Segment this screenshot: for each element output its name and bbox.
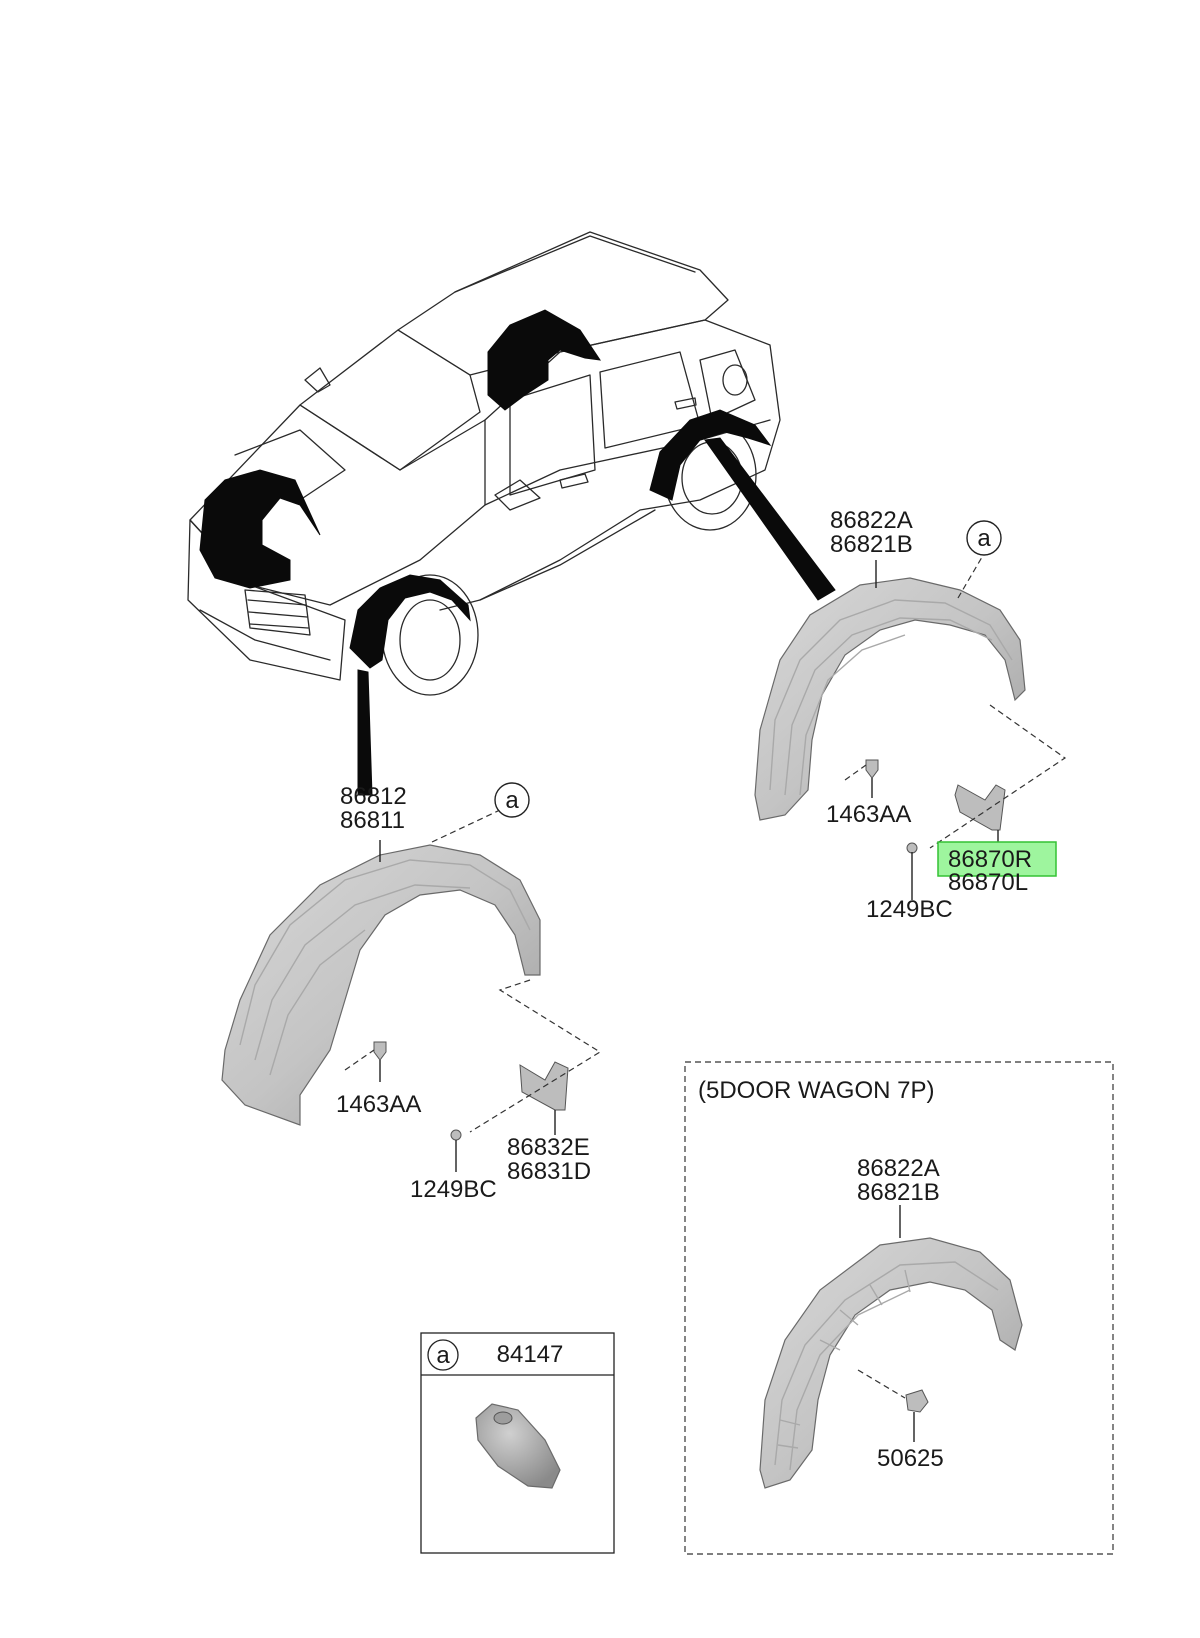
variant-wheel-guard	[759, 1237, 1023, 1489]
variant-callout-86821b: 86821B	[857, 1179, 940, 1206]
front-wheel-guard	[221, 844, 541, 1126]
callout-1249bc-front: 1249BC	[410, 1176, 497, 1203]
inset-ref-letter: a	[436, 1342, 450, 1369]
front-bolt-icon	[373, 1041, 387, 1061]
inset-ref-circle	[427, 1339, 459, 1371]
variant-callout-86822a: 86822A	[857, 1155, 940, 1182]
callout-86811: 86811	[340, 807, 405, 834]
vehicle-illustration	[187, 231, 836, 796]
variant-clip-icon	[905, 1389, 929, 1413]
clip-disk-icon	[475, 1403, 561, 1489]
ref-circle-rear	[966, 520, 1002, 556]
rear-wheel-guard	[754, 577, 1026, 821]
callout-86821b-rear: 86821B	[830, 531, 913, 558]
ref-letter-front: a	[505, 787, 519, 814]
rear-screw-icon	[906, 842, 918, 854]
callout-86870r[interactable]: 86870R	[948, 846, 1032, 873]
ref-letter-rear: a	[977, 525, 991, 552]
variant-callout-50625: 50625	[877, 1445, 944, 1472]
callout-86831d: 86831D	[507, 1158, 591, 1185]
callout-86870l: 86870L	[948, 869, 1028, 896]
inset-box-84147: a 84147	[420, 1332, 615, 1554]
variant-box-5door-wagon: (5DOOR WAGON 7P) 86822A 86821B 50625	[684, 1061, 1114, 1555]
callout-86832e: 86832E	[507, 1134, 590, 1161]
rear-bolt-icon	[865, 759, 879, 779]
front-wheel-guard-assembly	[221, 844, 569, 1141]
highlight-86870r	[937, 841, 1057, 877]
rear-mudflap	[954, 784, 1006, 831]
inset-part-number: 84147	[497, 1341, 564, 1368]
rear-wheel-guard-assembly	[754, 577, 1026, 854]
callout-86822a-rear: 86822A	[830, 507, 913, 534]
callout-1249bc-rear: 1249BC	[866, 896, 953, 923]
ref-circle-front	[494, 782, 530, 818]
callout-1463aa-front: 1463AA	[336, 1091, 421, 1118]
callout-86812: 86812	[340, 783, 407, 810]
callout-1463aa-rear: 1463AA	[826, 801, 911, 828]
front-screw-icon	[450, 1129, 462, 1141]
variant-title: (5DOOR WAGON 7P)	[698, 1077, 934, 1104]
